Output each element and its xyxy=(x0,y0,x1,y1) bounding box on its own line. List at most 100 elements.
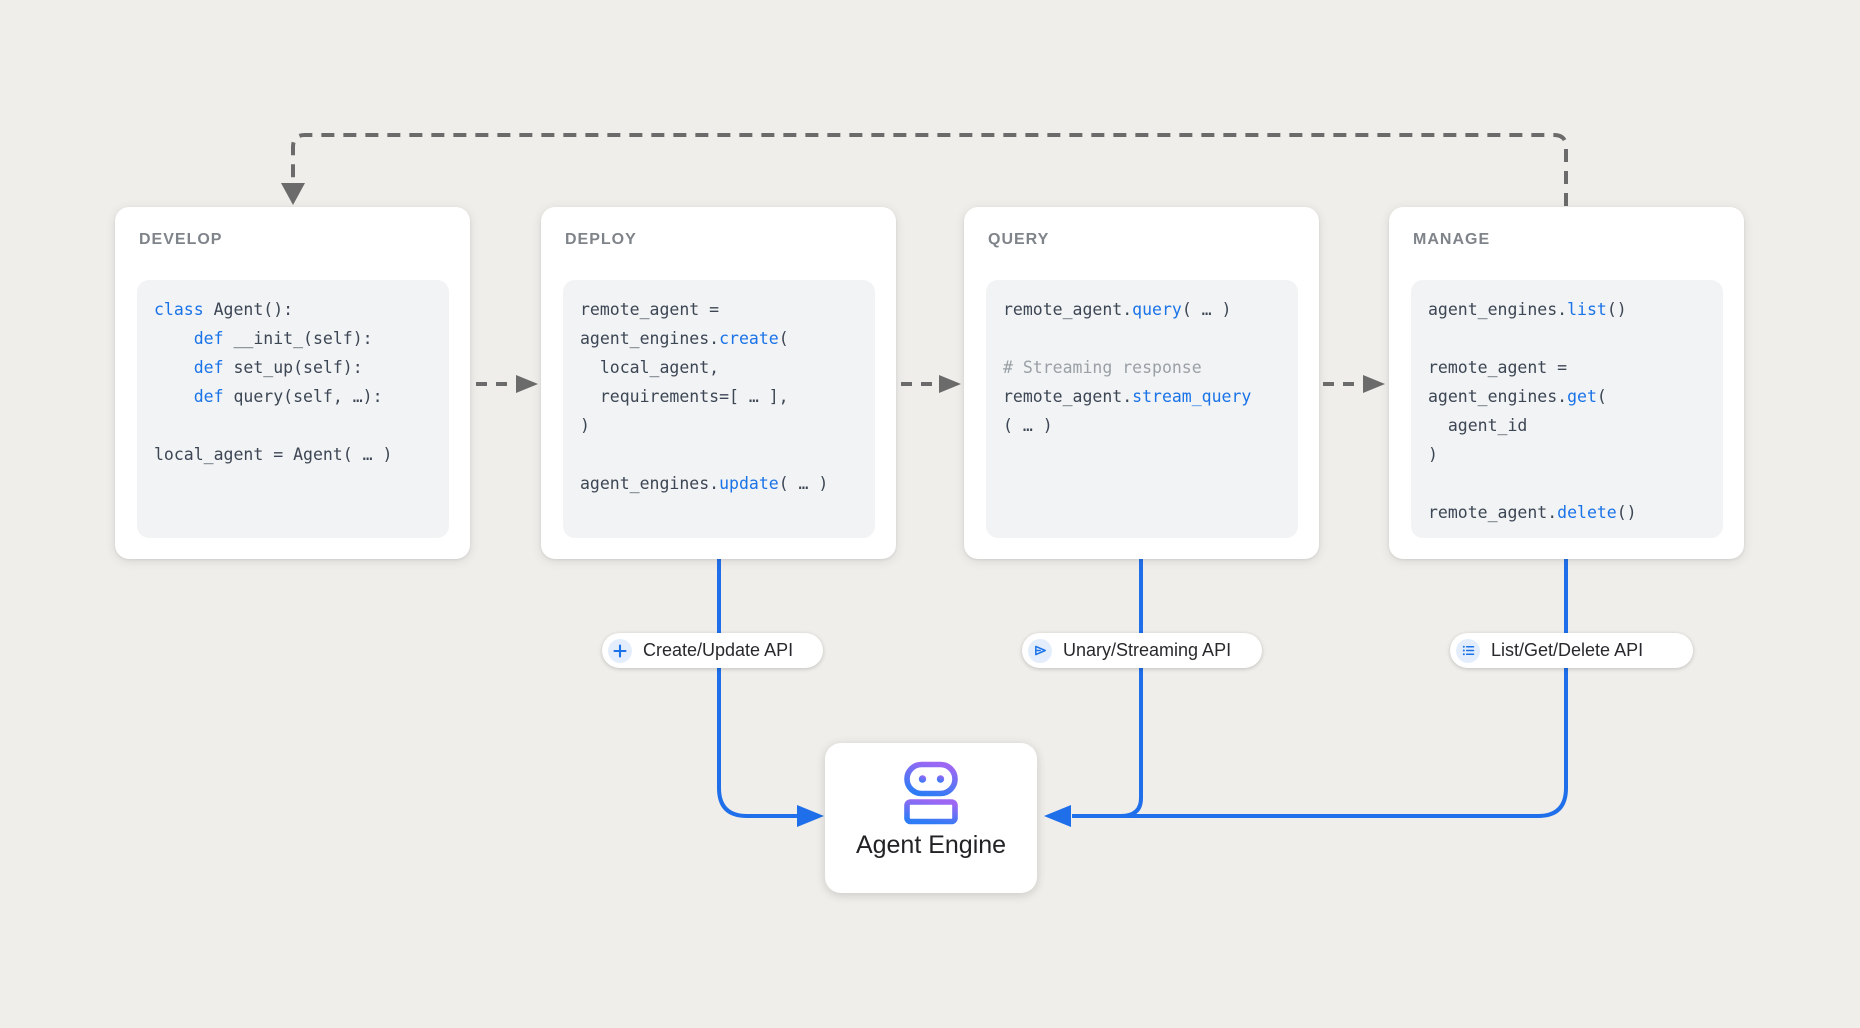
code-line: remote_agent = xyxy=(1428,353,1706,382)
code-token: class xyxy=(154,300,204,319)
code-token: ( xyxy=(778,329,789,348)
send-icon xyxy=(1028,638,1052,663)
api-chip-create-update: Create/Update API xyxy=(602,633,823,668)
code-line: remote_agent.query( … ) xyxy=(1003,295,1281,324)
code-token: remote_agent. xyxy=(1003,300,1133,319)
code-token: ) xyxy=(580,416,590,435)
code-line: remote_agent.delete() xyxy=(1428,498,1706,527)
api-chip-label: List/Get/Delete API xyxy=(1491,640,1644,660)
code-line: agent_id xyxy=(1428,411,1706,440)
code-token xyxy=(154,387,194,406)
code-token: ( xyxy=(1596,387,1607,406)
code-token: query(self, …): xyxy=(223,387,383,406)
agent-engine-node: Agent Engine xyxy=(825,743,1037,893)
deploy-to-engine-arrowhead-icon xyxy=(797,805,824,827)
feedback-loop-arrowhead-icon xyxy=(281,183,305,205)
agent-engine-label: Agent Engine xyxy=(855,831,1007,859)
card-develop: DEVELOP class Agent(): def __init_(self)… xyxy=(115,207,470,559)
plus-icon xyxy=(608,638,632,663)
code-token: stream_query xyxy=(1132,387,1252,406)
query-to-engine-line xyxy=(1100,559,1143,818)
code-block-deploy: remote_agent =agent_engines.create( loca… xyxy=(563,280,875,538)
code-token: set_up(self): xyxy=(223,358,363,377)
code-token: agent_engines. xyxy=(580,329,720,348)
code-line: agent_engines.list() xyxy=(1428,295,1706,324)
code-token: agent_id xyxy=(1428,416,1528,435)
card-title-query: QUERY xyxy=(988,231,1050,248)
code-line: ( … ) xyxy=(1003,411,1281,440)
code-line: def __init_(self): xyxy=(154,324,432,353)
deploy-to-query-arrowhead-icon xyxy=(939,375,961,393)
code-block-develop: class Agent(): def __init_(self): def se… xyxy=(137,280,449,538)
code-line xyxy=(154,411,432,440)
code-token: agent_engines. xyxy=(1428,387,1568,406)
code-line: agent_engines.get( xyxy=(1428,382,1706,411)
api-chip-list-get-delete: List/Get/Delete API xyxy=(1450,633,1693,668)
code-token: local_agent = Agent( … ) xyxy=(154,445,393,464)
code-line xyxy=(1428,324,1706,353)
code-line: # Streaming response xyxy=(1003,353,1281,382)
code-line xyxy=(1003,324,1281,353)
card-title-manage: MANAGE xyxy=(1413,231,1491,248)
code-token: agent_engines. xyxy=(1428,300,1568,319)
code-block-manage: agent_engines.list()remote_agent =agent_… xyxy=(1411,280,1723,538)
card-title-develop: DEVELOP xyxy=(139,231,223,248)
code-line xyxy=(580,440,858,469)
engine-right-arrowhead-icon xyxy=(1044,805,1071,827)
list-icon xyxy=(1456,638,1480,663)
code-token xyxy=(154,329,194,348)
api-chip-label: Create/Update API xyxy=(643,640,794,660)
code-line: agent_engines.create( xyxy=(580,324,858,353)
code-token: () xyxy=(1616,503,1637,522)
code-token: __init_(self): xyxy=(223,329,373,348)
deploy-to-engine-line xyxy=(717,559,798,818)
robot-icon xyxy=(904,761,958,825)
code-token: create xyxy=(719,329,779,348)
code-token: query xyxy=(1132,300,1182,319)
code-line: requirements=[ … ], xyxy=(580,382,858,411)
code-line: class Agent(): xyxy=(154,295,432,324)
code-token: def xyxy=(193,329,224,348)
code-token: local_agent, xyxy=(580,358,720,377)
code-token: remote_agent. xyxy=(1428,503,1558,522)
code-line: ) xyxy=(1428,440,1706,469)
code-token: ( … ) xyxy=(778,474,829,493)
code-token: ( … ) xyxy=(1003,416,1053,435)
api-chip-label: Unary/Streaming API xyxy=(1063,640,1232,660)
code-line: remote_agent = xyxy=(580,295,858,324)
code-line: def set_up(self): xyxy=(154,353,432,382)
code-token: requirements=[ … ], xyxy=(580,387,789,406)
feedback-loop-dashed-line xyxy=(291,133,1568,206)
code-token: list xyxy=(1567,300,1607,319)
code-line: remote_agent.stream_query xyxy=(1003,382,1281,411)
code-token: ( … ) xyxy=(1181,300,1232,319)
card-title-deploy: DEPLOY xyxy=(565,231,637,248)
code-line: agent_engines.update( … ) xyxy=(580,469,858,498)
api-chip-unary-streaming: Unary/Streaming API xyxy=(1022,633,1262,668)
code-line: local_agent, xyxy=(580,353,858,382)
manage-to-engine-line xyxy=(1072,559,1568,818)
code-block-query: remote_agent.query( … )# Streaming respo… xyxy=(986,280,1298,538)
card-query: QUERY remote_agent.query( … )# Streaming… xyxy=(964,207,1319,559)
develop-to-deploy-arrowhead-icon xyxy=(516,375,538,393)
code-token: update xyxy=(719,474,779,493)
code-token: get xyxy=(1567,387,1597,406)
query-to-manage-arrowhead-icon xyxy=(1363,375,1385,393)
code-token xyxy=(154,358,194,377)
code-line: local_agent = Agent( … ) xyxy=(154,440,432,469)
code-token: Agent(): xyxy=(203,300,294,319)
code-token: ) xyxy=(1428,445,1438,464)
code-token: remote_agent. xyxy=(1003,387,1133,406)
code-token: remote_agent = xyxy=(1428,358,1568,377)
code-token: delete xyxy=(1557,503,1617,522)
code-token: agent_engines. xyxy=(580,474,720,493)
card-deploy: DEPLOY remote_agent =agent_engines.creat… xyxy=(541,207,896,559)
code-token: def xyxy=(193,387,224,406)
card-manage: MANAGE agent_engines.list()remote_agent … xyxy=(1389,207,1744,559)
code-line: def query(self, …): xyxy=(154,382,432,411)
code-line: ) xyxy=(580,411,858,440)
code-token: # Streaming response xyxy=(1003,358,1202,377)
code-line xyxy=(1428,469,1706,498)
